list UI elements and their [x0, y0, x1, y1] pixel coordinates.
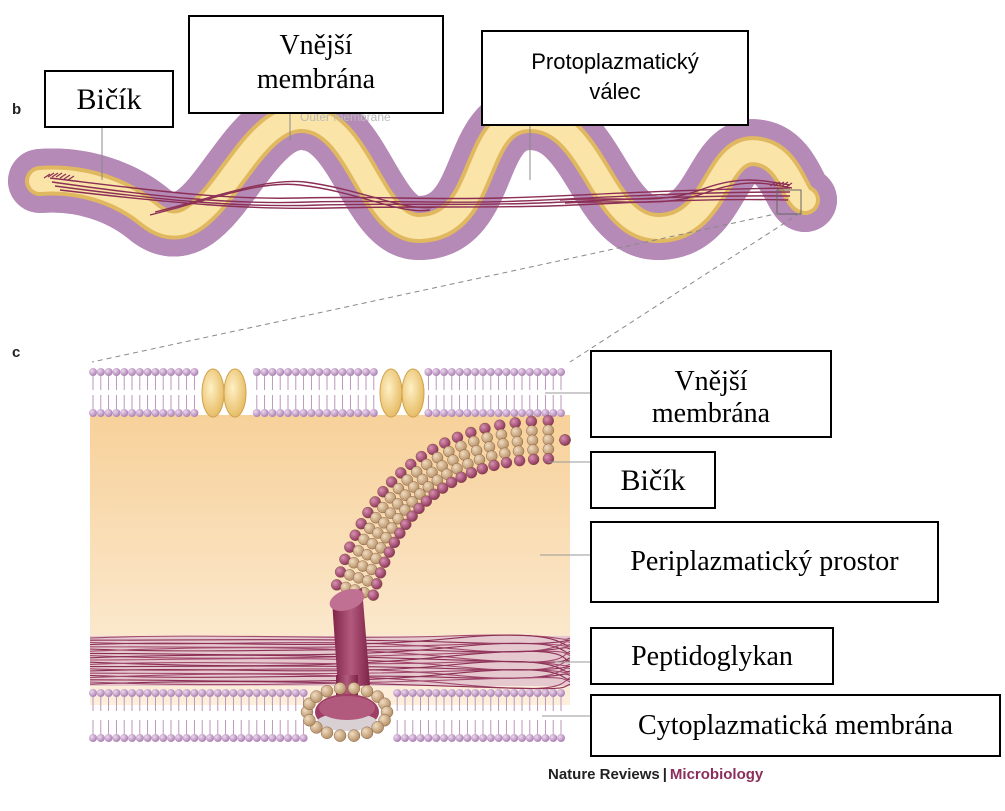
label-outer-membrane-right: Vnější membrána: [590, 350, 832, 438]
label-peptidoglycan: Peptidoglykan: [590, 627, 834, 685]
label-bicik-top: Bičík: [44, 70, 174, 128]
label-outer-membrane-top: Vnější membrána: [188, 15, 444, 114]
label-bicik-right: Bičík: [590, 451, 716, 509]
cell-envelope-section: [89, 368, 590, 742]
label-periplasmic-space: Periplazmatický prostor: [590, 521, 939, 603]
label-cytoplasmic-membrane: Cytoplazmatická membrána: [590, 694, 1001, 757]
peptidoglycan-layer: [90, 635, 570, 689]
source-credit: Nature Reviews|Microbiology: [548, 766, 763, 783]
spirochete-cell: Outer membrane: [40, 110, 805, 362]
label-protoplasmic-cylinder: Protoplazmatický válec: [481, 30, 749, 126]
credit-separator: |: [663, 766, 667, 783]
panel-c-letter: c: [12, 344, 20, 361]
outer-membrane-bilayer: [89, 368, 565, 417]
credit-journal: Nature Reviews: [548, 766, 660, 783]
credit-section: Microbiology: [670, 766, 763, 783]
panel-b-letter: b: [12, 101, 21, 118]
